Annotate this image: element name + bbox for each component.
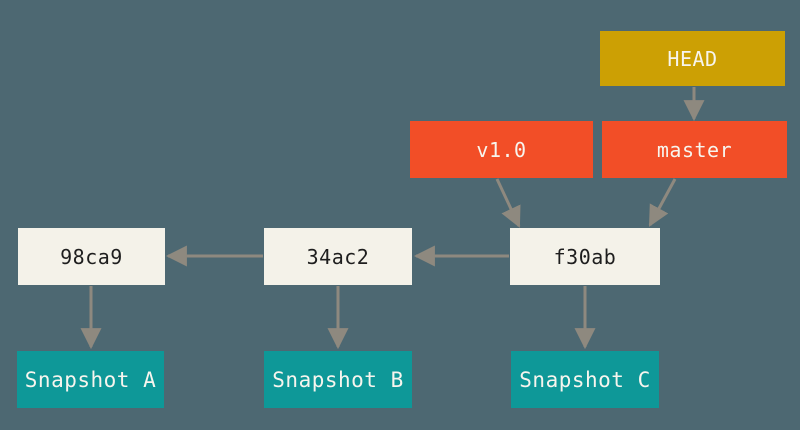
branch-master-box: master: [602, 121, 787, 178]
edge-master-to-f30ab: [648, 178, 677, 227]
commit-34ac2-box: 34ac2: [264, 228, 412, 285]
snapshot-b-label: Snapshot B: [272, 367, 404, 392]
edge-tag-to-f30ab: [495, 178, 521, 228]
snapshot-c-label: Snapshot C: [519, 367, 651, 392]
tag-v1-0-label: v1.0: [476, 137, 527, 162]
head-pointer-label: HEAD: [667, 46, 718, 71]
snapshot-b-box: Snapshot B: [264, 351, 412, 408]
commit-98ca9-box: 98ca9: [18, 228, 165, 285]
snapshot-c-box: Snapshot C: [511, 351, 659, 408]
head-pointer-box: HEAD: [600, 31, 785, 86]
commit-f30ab-box: f30ab: [510, 228, 660, 285]
commit-98ca9-label: 98ca9: [60, 244, 123, 269]
commit-f30ab-label: f30ab: [553, 244, 617, 269]
snapshot-a-box: Snapshot A: [17, 351, 164, 408]
branch-master-label: master: [656, 137, 733, 162]
snapshot-a-label: Snapshot A: [24, 367, 157, 392]
commit-34ac2-label: 34ac2: [306, 244, 370, 269]
tag-v1-0-box: v1.0: [410, 121, 593, 178]
